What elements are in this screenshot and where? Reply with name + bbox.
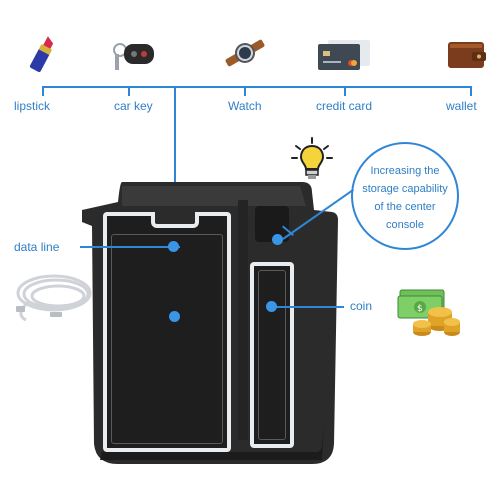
credit-card-label: credit card [316, 99, 373, 113]
mat-notch [151, 212, 199, 228]
data-line-pointer [80, 246, 180, 248]
callout-line-1: Increasing the [370, 165, 440, 177]
watch-icon [222, 36, 268, 70]
carkey-drop-line [128, 86, 130, 96]
car-key-label: car key [114, 99, 153, 113]
small-compartment-mat [250, 262, 294, 448]
wallet-icon [446, 38, 488, 70]
large-compartment-mat [103, 212, 231, 452]
wallet-drop-line [470, 86, 472, 96]
top-connector-line [42, 86, 472, 88]
callout-line-3: of the center [374, 201, 436, 213]
mat-inner-border [111, 234, 223, 444]
svg-text:$: $ [417, 304, 423, 314]
coin-dot [266, 301, 277, 312]
lightbulb-icon [290, 136, 334, 184]
lipstick-label: lipstick [14, 99, 51, 113]
data-line-dot [168, 241, 179, 252]
callout-line-2: storage capability [362, 183, 448, 195]
wallet-label: wallet [446, 99, 477, 113]
watch-drop-line [244, 86, 246, 96]
callout-dot [272, 234, 283, 245]
callout-circle: Increasing the storage capability of the… [351, 142, 459, 250]
coin-label: coin [350, 299, 373, 313]
callout-line-4: console [386, 219, 424, 231]
watch-label: Watch [228, 99, 262, 113]
center-dot [169, 311, 180, 322]
data-line-icon [10, 266, 96, 326]
compartment-divider [238, 200, 248, 440]
car-key-icon [110, 38, 166, 72]
coin-money-icon: $ [396, 276, 462, 340]
callout-text: Increasing the storage capability of the… [353, 162, 457, 234]
lipstick-drop-line [42, 86, 44, 96]
lipstick-icon [28, 32, 58, 76]
small-mat-inner-border [258, 270, 286, 440]
data-line-label: data line [14, 240, 60, 254]
card-drop-line [344, 86, 346, 96]
credit-card-icon [316, 40, 372, 70]
coin-pointer [272, 306, 344, 308]
